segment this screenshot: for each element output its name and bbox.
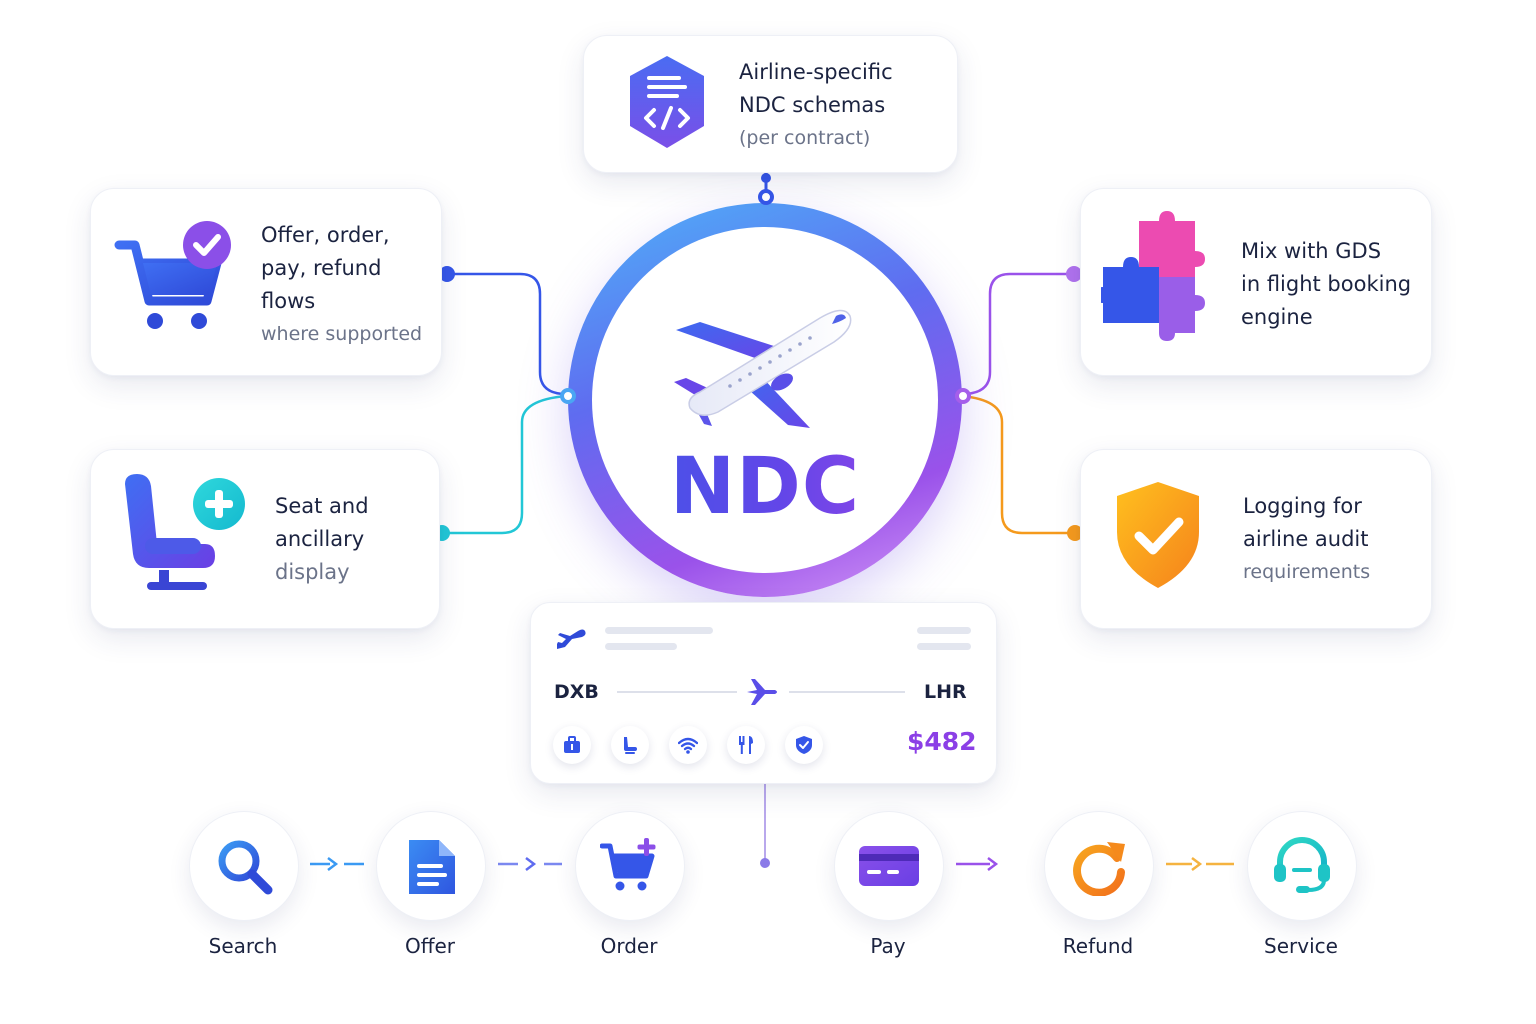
step-offer[interactable]	[376, 811, 486, 921]
ndc-label: NDC	[592, 442, 938, 532]
amenity-wifi	[669, 726, 707, 764]
route-line	[617, 691, 737, 693]
cart-add-icon	[600, 838, 656, 891]
amenity-seat	[611, 726, 649, 764]
step-pay[interactable]	[834, 811, 944, 921]
amenity-meal	[727, 726, 765, 764]
schemas-text: Airline-specific NDC schemas (per contra…	[739, 56, 893, 154]
flows-card: Offer, order, pay, refund flows where su…	[90, 188, 442, 376]
flows-line-1: Offer, order,	[261, 223, 390, 247]
code-schema-icon	[630, 56, 704, 148]
step-service[interactable]	[1247, 811, 1357, 921]
seat-card: Seat and ancillary display	[90, 449, 440, 629]
seat-add-icon	[125, 474, 245, 590]
seat-sub: display	[275, 560, 350, 584]
document-icon	[409, 840, 455, 894]
gds-line-2: in flight booking	[1241, 272, 1412, 296]
flows-line-2: pay, refund	[261, 256, 382, 280]
cart-check-icon	[114, 221, 231, 329]
step-search[interactable]	[189, 811, 299, 921]
refresh-icon	[1073, 842, 1125, 896]
shield-check-icon	[1117, 482, 1199, 588]
schemas-line-1: Airline-specific	[739, 60, 893, 84]
gds-line-3: engine	[1241, 305, 1313, 329]
placeholder-bar	[605, 627, 713, 634]
protection-shield-icon	[796, 736, 812, 754]
meal-icon	[739, 736, 753, 754]
placeholder-bar	[917, 627, 971, 634]
audit-card: Logging for airline audit requirements	[1080, 449, 1432, 629]
wifi-icon	[678, 737, 698, 754]
hub-node-top	[758, 189, 774, 205]
puzzle-icon	[1101, 211, 1205, 341]
placeholder-bar	[917, 643, 971, 650]
seat-line-2: ancillary	[275, 527, 365, 551]
flight-icon	[557, 629, 586, 649]
offer-price: $482	[907, 727, 977, 756]
route-plane-icon	[747, 679, 777, 705]
step-label-service: Service	[1264, 934, 1338, 958]
step-order[interactable]	[575, 811, 685, 921]
amenity-protection	[785, 726, 823, 764]
hub-node-right	[955, 388, 971, 404]
route-line	[789, 691, 905, 693]
step-label-pay: Pay	[870, 934, 906, 958]
step-label-refund: Refund	[1062, 934, 1134, 958]
audit-line-1: Logging for	[1243, 494, 1362, 518]
gds-line-1: Mix with GDS	[1241, 239, 1382, 263]
gds-card: Mix with GDS in flight booking engine	[1080, 188, 1432, 376]
headset-icon	[1274, 837, 1330, 893]
schemas-line-2: NDC schemas	[739, 93, 886, 117]
placeholder-bar	[605, 643, 677, 650]
step-label-search: Search	[208, 934, 278, 958]
gds-text: Mix with GDS in flight booking engine	[1241, 235, 1411, 334]
step-label-offer: Offer	[404, 934, 456, 958]
amenity-baggage	[553, 726, 591, 764]
step-label-order: Order	[600, 934, 658, 958]
baggage-icon	[564, 736, 580, 753]
credit-card-icon	[859, 846, 919, 886]
search-icon	[218, 840, 273, 895]
flight-offer-card[interactable]: DXB LHR	[530, 602, 997, 784]
seat-text: Seat and ancillary display	[275, 490, 369, 588]
schemas-card: Airline-specific NDC schemas (per contra…	[583, 35, 958, 173]
audit-line-2: airline audit	[1243, 527, 1369, 551]
flows-sub: where supported	[261, 323, 423, 345]
destination-code: LHR	[924, 681, 967, 703]
audit-sub: requirements	[1243, 561, 1371, 583]
origin-code: DXB	[554, 681, 599, 703]
flows-line-3: flows	[261, 289, 316, 313]
audit-text: Logging for airline audit requirements	[1243, 490, 1370, 588]
step-refund[interactable]	[1044, 811, 1154, 921]
hub-node-left	[560, 388, 576, 404]
airplane-icon	[674, 309, 852, 428]
flows-text: Offer, order, pay, refund flows where su…	[261, 219, 422, 350]
seat-icon	[624, 737, 637, 754]
seat-line-1: Seat and	[275, 494, 369, 518]
schemas-sub: (per contract)	[739, 127, 871, 149]
